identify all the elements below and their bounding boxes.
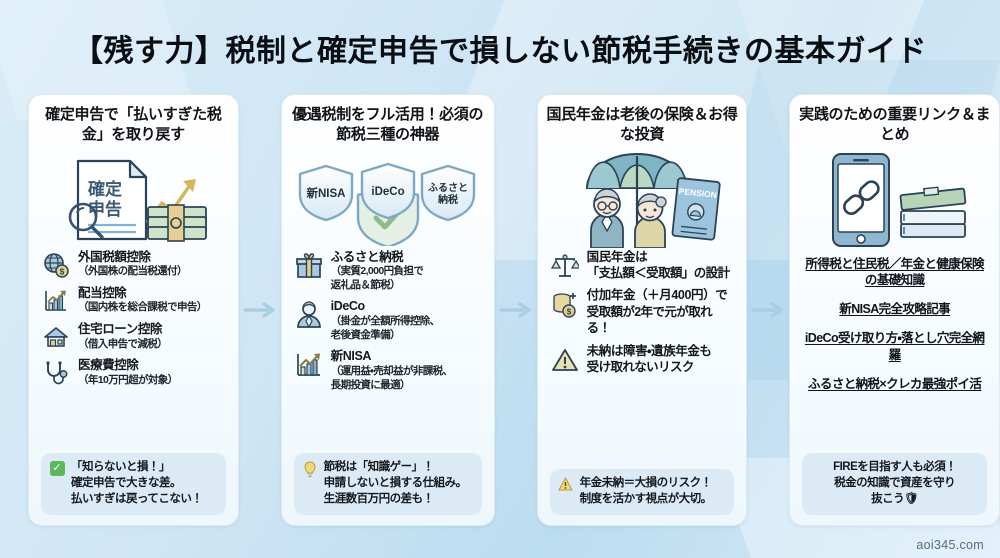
list-item-sub: 受け取れないリスク: [586, 360, 695, 375]
lightbulb-icon: [302, 460, 318, 479]
list-item-title: 外国税額控除: [78, 249, 151, 264]
list-item: $ 付加年金（＋月400円）で 受取額が2年で元が取れる！: [550, 288, 735, 336]
list-item-title: 新NISA: [330, 349, 372, 364]
deduction-list: $ 外国税額控除 （外国株の配当税還付）: [37, 250, 230, 448]
list-item-sub: 「支払額＜受取額」の設計: [586, 266, 730, 281]
list-item-text: iDeCo （掛金が全額所得控除、 老後資金準備）: [331, 299, 482, 342]
list-item-title: 付加年金（＋月400円）で: [586, 288, 728, 303]
list-item: ふるさと納税 （実質2,000円負担で 返礼品＆節税）: [294, 250, 482, 293]
list-item: 新NISA （運用益・売却益が非課税、 長期投資に最適）: [294, 349, 482, 392]
flow-arrow-3: [747, 94, 789, 526]
page-title-bar: 【残す力】税制と確定申告で損しない節税手続きの基本ガイド: [0, 18, 1000, 78]
card-callout: ✓ 「知らないと損！」 確定申告で大きな差。 払いすぎは戻ってこない！: [41, 453, 226, 515]
list-item-text: 配当控除 （国内株を総合課税で申告）: [78, 286, 226, 315]
list-item-sub: （外国株の配当税還付）: [78, 265, 188, 278]
card-callout: FIREを目指す人も必須！ 税金の知識で資産を守り 抜こう🛡: [802, 453, 988, 515]
card-callout-text: 年金未納＝大損のリスク！ 制度を活かす視点が大切。: [579, 477, 713, 506]
card-title: 国民年金は老後の保険＆お得な投資: [546, 106, 738, 144]
link-new-nisa-guide[interactable]: 新NISA完全攻略記事: [839, 302, 951, 316]
card-row: 確定申告で「払いすぎた税金」を取り戻す 確定 申告: [0, 94, 1000, 534]
card-tax-return: 確定申告で「払いすぎた税金」を取り戻す 確定 申告: [28, 94, 239, 526]
card-callout: 年金未納＝大損のリスク！ 制度を活かす視点が大切。: [549, 469, 735, 515]
list-item-text: ふるさと納税 （実質2,000円負担で 返礼品＆節税）: [331, 250, 482, 293]
card-art-tax-return: 確定 申告: [37, 150, 230, 246]
list-item-text: 新NISA （運用益・売却益が非課税、 長期投資に最適）: [331, 349, 482, 392]
warning-triangle-icon: [558, 476, 574, 491]
svg-text:新NISA: 新NISA: [305, 186, 345, 200]
card-preferential-tax: 優遇税制をフル活用！必須の節税三種の神器 新NISA iDeCo: [280, 94, 495, 526]
list-item-sub: （実質2,000円負担で 返礼品＆節税）: [330, 265, 424, 291]
card-title: 実践のための重要リンク＆まとめ: [799, 106, 991, 144]
card-title: 優遇税制をフル活用！必須の節税三種の神器: [292, 106, 484, 144]
svg-text:ふるさと: ふるさと: [428, 182, 468, 194]
link-list: 所得税と住民税／年金と健康保険の基礎知識 新NISA完全攻略記事 iDeCo受け…: [798, 250, 991, 448]
coin-stack-plus-icon: $: [550, 288, 580, 319]
list-item-sub: （掛金が全額所得控除、 老後資金準備）: [330, 315, 441, 341]
list-item-title: 国民年金は: [586, 249, 648, 264]
link-furusato-credit-card[interactable]: ふるさと納税×クレカ最強ポイ活: [808, 376, 982, 391]
card-links-summary: 実践のための重要リンク＆まとめ: [789, 94, 1000, 526]
globe-coin-icon: $: [41, 250, 71, 278]
flow-arrow-1: [239, 94, 281, 526]
list-item: iDeCo （掛金が全額所得控除、 老後資金準備）: [294, 299, 482, 342]
card-title: 確定申告で「払いすぎた税金」を取り戻す: [45, 106, 222, 144]
list-item: 医療費控除 （年10万円超が対象）: [41, 358, 226, 387]
card-art-elderly-couple: PENSION: [546, 150, 739, 248]
list-item-text: 住宅ローン控除 （借入申告で減税）: [78, 322, 226, 351]
svg-text:$: $: [566, 308, 571, 317]
link-income-resident-tax[interactable]: 所得税と住民税／年金と健康保険の基礎知識: [805, 256, 984, 287]
list-item-title: 住宅ローン控除: [78, 322, 163, 337]
card-callout-text: 「知らないと損！」 確定申告で大きな差。 払いすぎは戻ってこない！: [71, 461, 203, 506]
gift-box-icon: [294, 250, 324, 280]
list-item-title: 未納は障害・遺族年金も: [586, 343, 712, 358]
list-item: 配当控除 （国内株を総合課税で申告）: [41, 286, 226, 315]
card-callout: 節税は「知識ゲー」！ 申請しないと損する仕組み。 生涯数百万円の差も！: [293, 453, 482, 515]
page-title: 【残す力】税制と確定申告で損しない節税手続きの基本ガイド: [73, 35, 927, 68]
list-item-text: 付加年金（＋月400円）で 受取額が2年で元が取れる！: [587, 288, 735, 336]
link-idaco-receiving[interactable]: iDeCo受け取り方・落とし穴完全網羅: [804, 331, 985, 362]
list-item-sub: （年10万円超が対象）: [78, 373, 178, 386]
list-item-title: 配当控除: [78, 285, 127, 300]
preferential-list: ふるさと納税 （実質2,000円負担で 返礼品＆節税） iDeCo （掛金が全額…: [290, 250, 486, 448]
card-callout-text: FIREを目指す人も必須！ 税金の知識で資産を守り 抜こう🛡: [833, 461, 957, 506]
warning-triangle-icon: [550, 344, 580, 374]
list-item-sub: （借入申告で減税）: [78, 337, 168, 350]
list-item-title: 医療費控除: [78, 358, 139, 373]
pension-list: 国民年金は 「支払額＜受取額」の設計 $: [546, 250, 739, 464]
person-icon: [294, 299, 324, 329]
svg-text:iDeCo: iDeCo: [371, 186, 404, 198]
site-watermark: aoi345.com: [916, 538, 984, 552]
list-item: $ 外国税額控除 （外国株の配当税還付）: [41, 250, 226, 279]
list-item: 国民年金は 「支払額＜受取額」の設計: [550, 250, 735, 282]
list-item-text: 未納は障害・遺族年金も 受け取れないリスク: [587, 344, 735, 376]
svg-text:PENSION: PENSION: [678, 186, 717, 200]
balance-scale-icon: [550, 250, 580, 280]
list-item-title: iDeCo: [330, 299, 366, 314]
list-item: 未納は障害・遺族年金も 受け取れないリスク: [550, 344, 735, 376]
list-item: 住宅ローン控除 （借入申告で減税）: [41, 322, 226, 351]
card-national-pension: 国民年金は老後の保険＆お得な投資: [536, 94, 748, 526]
house-icon: [41, 322, 71, 350]
list-item-sub: （国内株を総合課税で申告）: [78, 301, 207, 314]
list-item-text: 国民年金は 「支払額＜受取額」の設計: [587, 250, 735, 282]
list-item-sub: （運用益・売却益が非課税、 長期投資に最適）: [330, 364, 453, 391]
svg-text:$: $: [60, 267, 65, 276]
list-item-sub: 受取額が2年で元が取れる！: [586, 305, 713, 336]
svg-text:確定: 確定: [88, 179, 122, 199]
svg-text:納税: 納税: [437, 193, 458, 206]
growth-chart-icon: [294, 349, 324, 379]
growth-chart-icon: [41, 286, 71, 314]
green-check-icon: ✓: [49, 460, 65, 477]
card-art-three-shields: 新NISA iDeCo ふるさと 納税: [290, 150, 486, 246]
flow-arrow-2: [495, 94, 537, 526]
list-item-title: ふるさと納税: [330, 249, 404, 264]
list-item-text: 医療費控除 （年10万円超が対象）: [78, 358, 226, 387]
list-item-text: 外国税額控除 （外国株の配当税還付）: [78, 250, 226, 279]
stethoscope-icon: [41, 358, 71, 386]
card-art-smartphone-books: [798, 150, 991, 247]
card-callout-text: 節税は「知識ゲー」！ 申請しないと損する仕組み。 生涯数百万円の差も！: [323, 461, 468, 506]
